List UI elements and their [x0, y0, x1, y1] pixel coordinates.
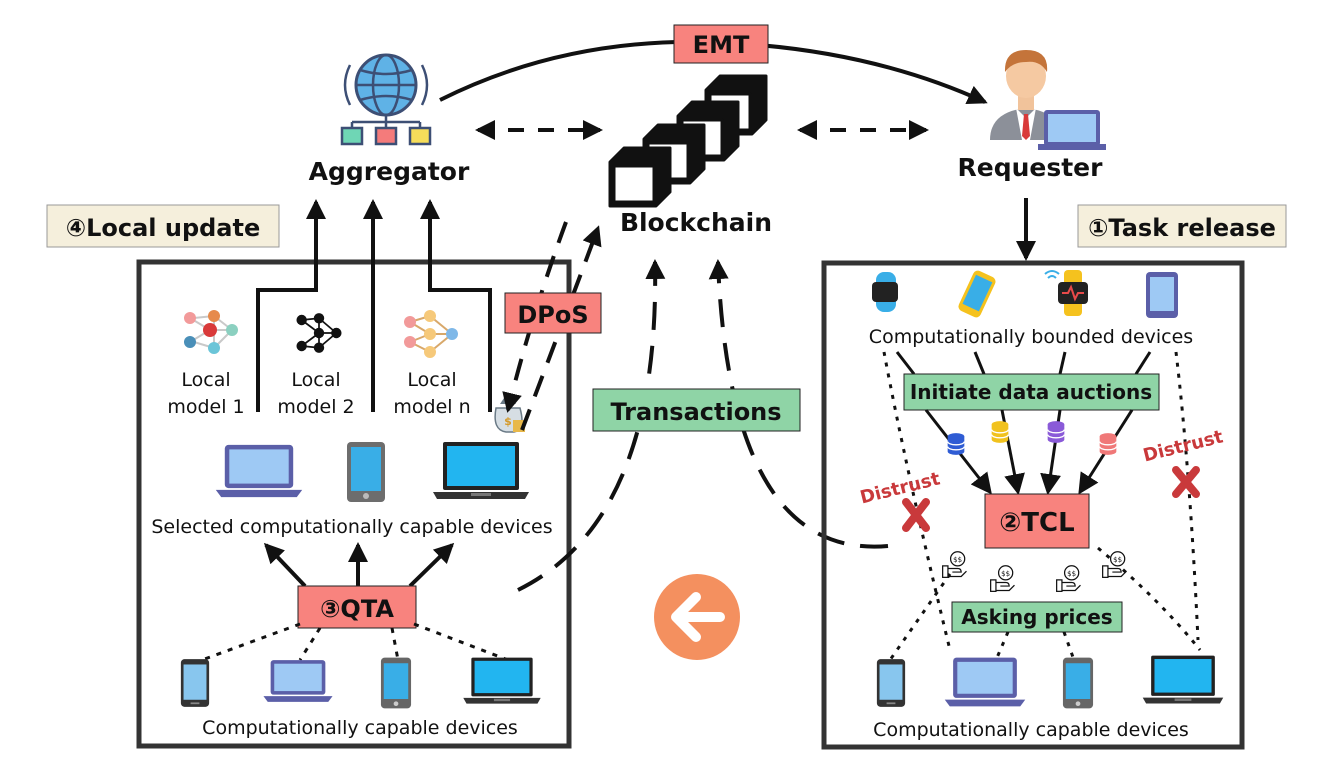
coin-hand-icon	[942, 551, 968, 578]
qta-box	[297, 585, 417, 629]
local-model-1-line2: model 1	[167, 396, 244, 418]
neural-network-icon	[295, 312, 343, 354]
local-model-n-line2: model n	[393, 396, 470, 418]
back-arrow-icon[interactable]	[654, 574, 740, 660]
smartphone-icon	[876, 659, 906, 707]
local-model-1-line1: Local	[181, 369, 230, 391]
database-icon	[990, 420, 1010, 444]
local-update-arrow-1	[256, 199, 326, 412]
dpos-box	[504, 292, 602, 334]
emt-label: EMT	[693, 31, 750, 59]
emt-box	[673, 24, 769, 64]
local-model-2-line2: model 2	[277, 396, 354, 418]
blockchain-cubes-icon	[608, 74, 768, 208]
asking-prices-box	[951, 601, 1123, 633]
task-release-label: ①Task release	[1088, 214, 1276, 242]
aggregator-label: Aggregator	[309, 157, 470, 186]
transactions-dashed-left	[517, 259, 666, 592]
qta-dotted-links	[201, 622, 509, 662]
tablet-icon	[1146, 272, 1178, 318]
transactions-box	[592, 388, 801, 432]
laptop-icon	[1142, 655, 1224, 704]
distrust-left-x-icon	[902, 498, 930, 532]
laptop-icon	[215, 444, 303, 498]
requester-label: Requester	[958, 153, 1104, 182]
distrust-right-x-icon	[1172, 466, 1200, 498]
coin-hand-icon	[1056, 565, 1082, 592]
businessman-laptop-icon	[990, 50, 1106, 150]
tcl-box	[984, 493, 1090, 549]
coin-hand-icon	[1102, 551, 1128, 578]
smartphone-icon	[180, 659, 210, 707]
coin-hand-icon	[990, 565, 1016, 592]
laptop-icon	[433, 442, 529, 499]
dpos-dashed-up	[520, 225, 602, 431]
task-release-box	[1077, 204, 1287, 248]
asking-dotted-links	[994, 631, 1076, 661]
local-update-box	[46, 204, 280, 248]
transactions-label: Transactions	[610, 398, 781, 426]
selected-devices-label: Selected computationally capable devices	[151, 516, 552, 538]
svg-text:$: $	[504, 415, 512, 428]
blockchain-label: Blockchain	[620, 208, 772, 237]
left-panel	[136, 259, 572, 749]
local-model-n-line1: Local	[407, 369, 456, 391]
smartwatch-icon	[1044, 270, 1088, 316]
globe-network-icon	[340, 53, 432, 146]
right-panel	[821, 260, 1245, 750]
tablet-icon	[380, 657, 412, 709]
tcl-label: ②TCL	[999, 508, 1074, 538]
local-update-label: ④Local update	[66, 214, 261, 242]
tablet-icon	[1062, 657, 1094, 709]
right-devices-label: Computationally capable devices	[873, 719, 1189, 741]
qta-label: ③QTA	[320, 595, 394, 623]
laptop-icon	[944, 657, 1026, 707]
left-devices-label: Computationally capable devices	[202, 717, 518, 739]
local-update-arrow-n	[420, 199, 492, 412]
qta-arrow-left	[263, 542, 307, 588]
transactions-dashed-right	[708, 259, 889, 549]
bounded-devices-label: Computationally bounded devices	[869, 326, 1193, 348]
dpos-label: DPoS	[517, 301, 588, 329]
laptop-icon	[263, 660, 333, 702]
database-icon	[1098, 432, 1118, 456]
neural-network-icon	[404, 310, 458, 358]
bounded-links	[895, 351, 1152, 375]
database-icon	[946, 432, 966, 456]
laptop-icon	[463, 657, 541, 704]
neural-network-icon	[184, 310, 238, 354]
smartphone-icon	[958, 270, 996, 318]
qta-arrow-right	[408, 542, 455, 588]
initiate-auction-box	[903, 373, 1160, 411]
database-icon	[1046, 420, 1066, 444]
tablet-icon	[347, 442, 385, 502]
smartwatch-icon	[872, 272, 898, 312]
local-model-2-line1: Local	[291, 369, 340, 391]
asking-prices-label: Asking prices	[961, 605, 1112, 629]
initiate-auction-label: Initiate data auctions	[910, 380, 1152, 404]
